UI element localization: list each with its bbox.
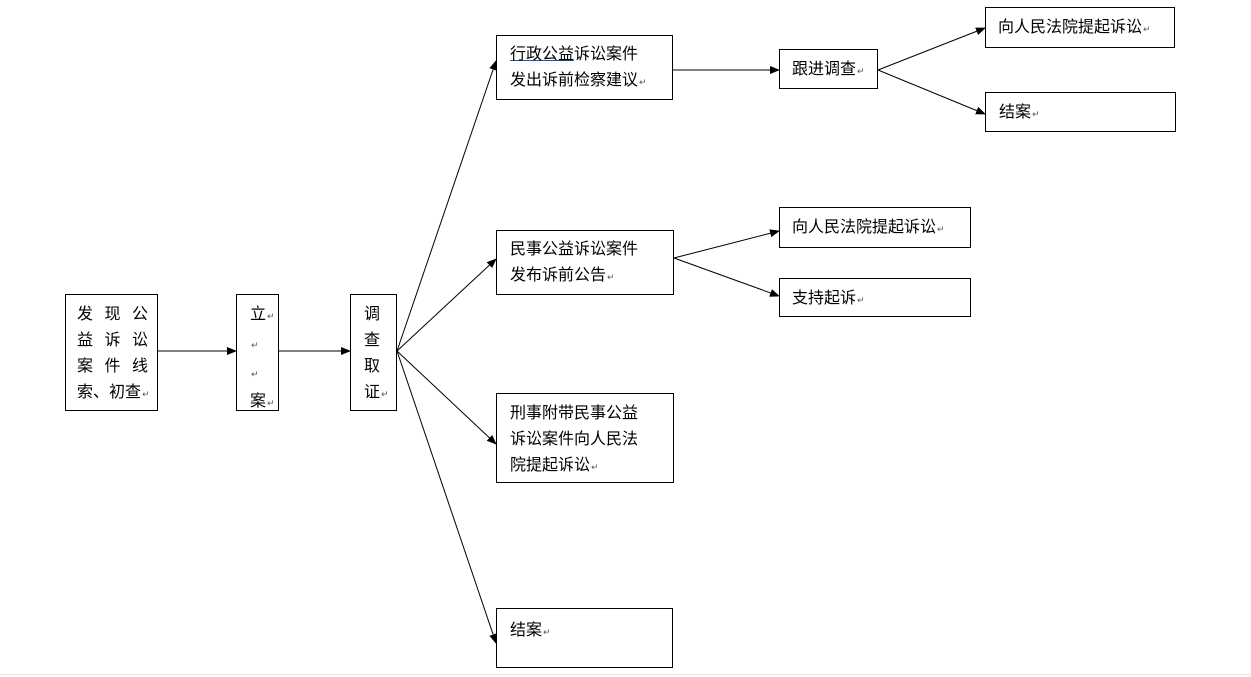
node-close-main: 结案 — [496, 608, 673, 668]
node-civil-sue-label: 向人民法院提起诉讼 — [792, 214, 970, 243]
edge-investigation-to-civil — [396, 258, 497, 352]
node-civil-line-1: 民事公益诉讼案件 — [510, 239, 639, 258]
node-administrative-case: 行政公益诉讼案件 发出诉前检察建议 — [496, 35, 673, 100]
edge-investigation-to-admin — [396, 60, 497, 352]
node-admin-close-label: 结案 — [999, 99, 1175, 128]
node-civil-support: 支持起诉 — [779, 278, 971, 317]
node-filing-line-4: 案 — [250, 388, 278, 417]
node-filing-line-1: 立 — [250, 301, 278, 330]
node-clue-line-4: 索、初查 — [77, 379, 148, 408]
node-close-main-label: 结案 — [510, 617, 672, 646]
edge-civil-to-sue — [673, 229, 780, 259]
edge-investigation-to-close — [396, 350, 497, 644]
node-investigation-line-2: 查 — [364, 330, 381, 349]
edge-civil-to-support — [673, 257, 780, 297]
page-bottom-rule — [0, 674, 1251, 675]
node-investigation-line-1: 调 — [364, 304, 381, 323]
node-clue-line-3: 案件线 — [77, 356, 148, 375]
node-civil-sue: 向人民法院提起诉讼 — [779, 207, 971, 248]
node-admin-sue-label: 向人民法院提起诉讼 — [998, 14, 1174, 43]
node-admin-close: 结案 — [985, 92, 1176, 132]
edge-investigation-to-criminal — [396, 350, 497, 445]
node-admin-line-2: 发出诉前检察建议 — [510, 67, 672, 96]
node-civil-line-2: 发布诉前公告 — [510, 262, 673, 291]
edge-followup-to-sue — [877, 27, 986, 71]
node-civil-support-label: 支持起诉 — [792, 285, 970, 314]
node-investigation-line-4: 证 — [364, 379, 396, 408]
node-criminal-line-3: 院提起诉讼 — [510, 452, 673, 481]
node-followup-label: 跟进调查 — [792, 56, 877, 85]
node-admin-sue: 向人民法院提起诉讼 — [985, 7, 1175, 48]
node-clue-discovery: 发现公 益诉讼 案件线 索、初查 — [65, 294, 158, 411]
node-criminal-line-1: 刑事附带民事公益 — [510, 403, 639, 422]
node-admin-rest: 诉讼案件 — [574, 44, 639, 63]
node-civil-case: 民事公益诉讼案件 发布诉前公告 — [496, 230, 674, 295]
node-clue-line-2: 益诉讼 — [77, 330, 148, 349]
node-follow-up-investigation: 跟进调查 — [779, 49, 878, 89]
node-investigation-line-3: 取 — [364, 356, 381, 375]
node-criminal-case: 刑事附带民事公益 诉讼案件向人民法 院提起诉讼 — [496, 393, 674, 483]
node-filing-line-2 — [250, 330, 278, 359]
node-admin-prefix: 行政公益 — [510, 44, 575, 63]
node-clue-line-1: 发现公 — [77, 304, 148, 323]
node-criminal-line-2: 诉讼案件向人民法 — [510, 429, 639, 448]
node-filing: 立 案 — [236, 294, 279, 411]
node-filing-line-3 — [250, 359, 278, 388]
node-investigation: 调 查 取 证 — [350, 294, 397, 411]
edge-followup-to-close — [877, 69, 986, 115]
